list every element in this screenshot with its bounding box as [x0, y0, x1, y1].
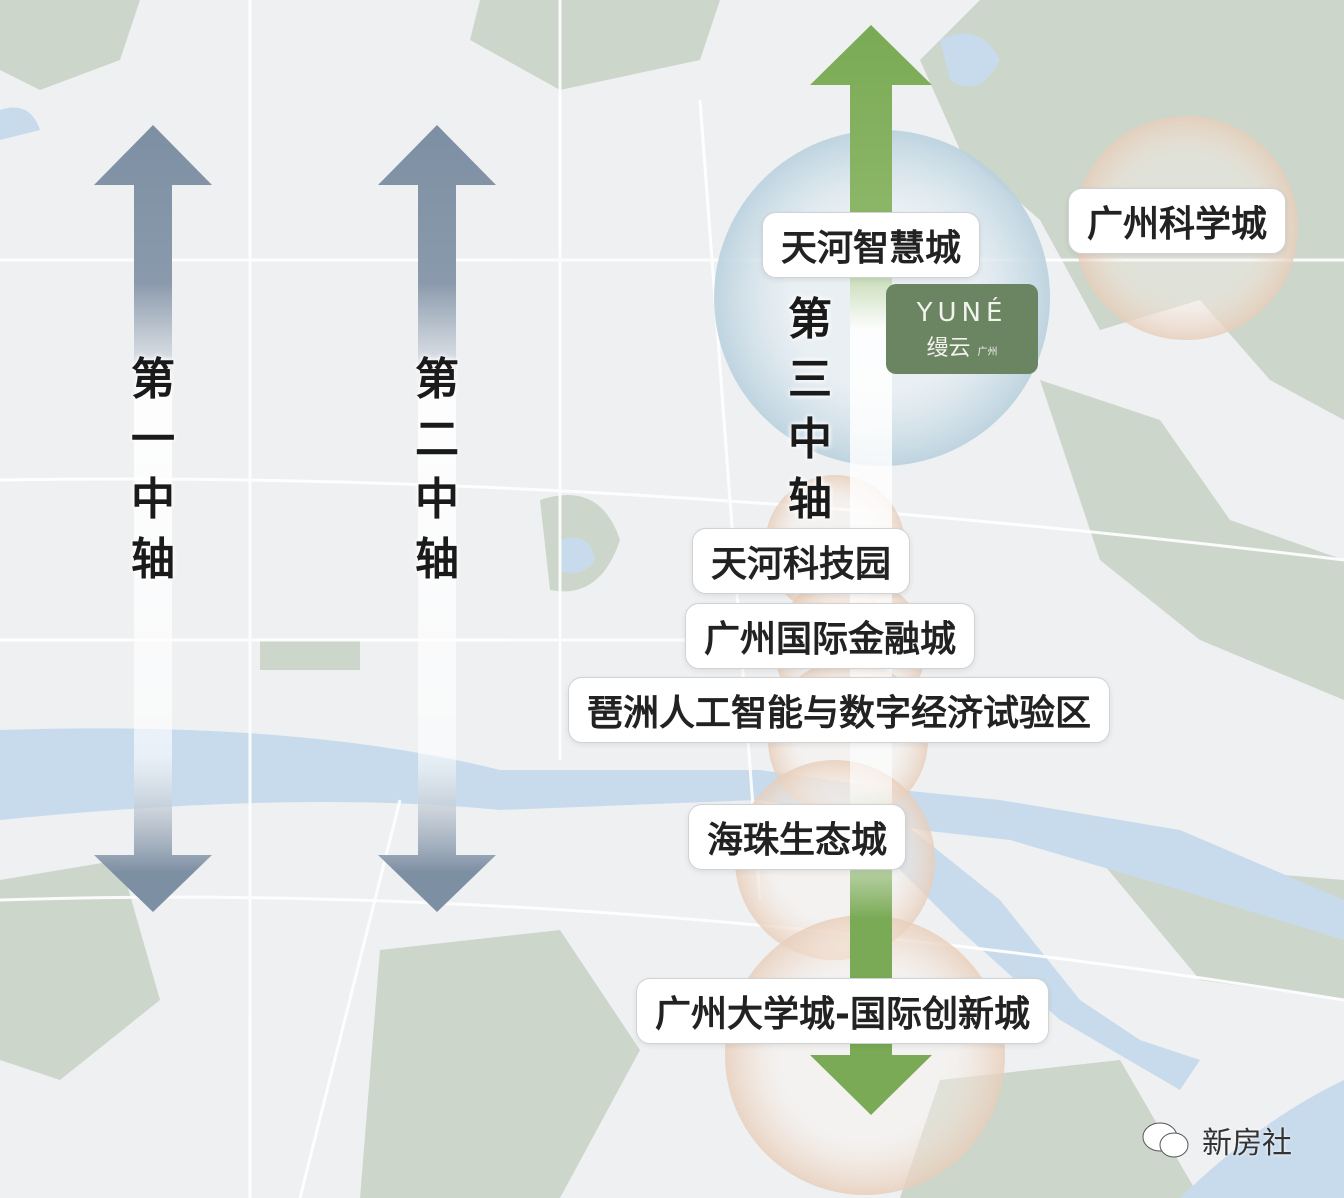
watermark-text: 新房社: [1202, 1126, 1292, 1161]
first-axis-label: 第一中轴: [131, 354, 175, 585]
second-axis-arrow: [378, 125, 496, 912]
third-axis-label: 第三中轴: [788, 294, 832, 525]
logo-cn: 缦云 广州: [926, 336, 998, 361]
watermark: 新房社: [1140, 1118, 1292, 1162]
label-haizhu-eco-city: 海珠生态城: [688, 804, 907, 870]
logo-en: YUNÉ: [916, 298, 1008, 328]
label-tianhe-smart-city: 天河智慧城: [762, 212, 981, 278]
label-gz-intl-finance-city: 广州国际金融城: [685, 603, 976, 669]
label-tianhe-tech-park: 天河科技园: [692, 528, 911, 594]
label-gz-university-city: 广州大学城-国际创新城: [636, 978, 1049, 1044]
wechat-icon: [1142, 1122, 1189, 1158]
label-pazhou-ai-zone: 琶洲人工智能与数字经济试验区: [568, 677, 1111, 743]
label-guangzhou-science-city: 广州科学城: [1068, 188, 1287, 254]
yune-logo: YUNÉ 缦云 广州: [886, 284, 1038, 374]
second-axis-label: 第二中轴: [415, 354, 459, 585]
first-axis-arrow: [94, 125, 212, 912]
